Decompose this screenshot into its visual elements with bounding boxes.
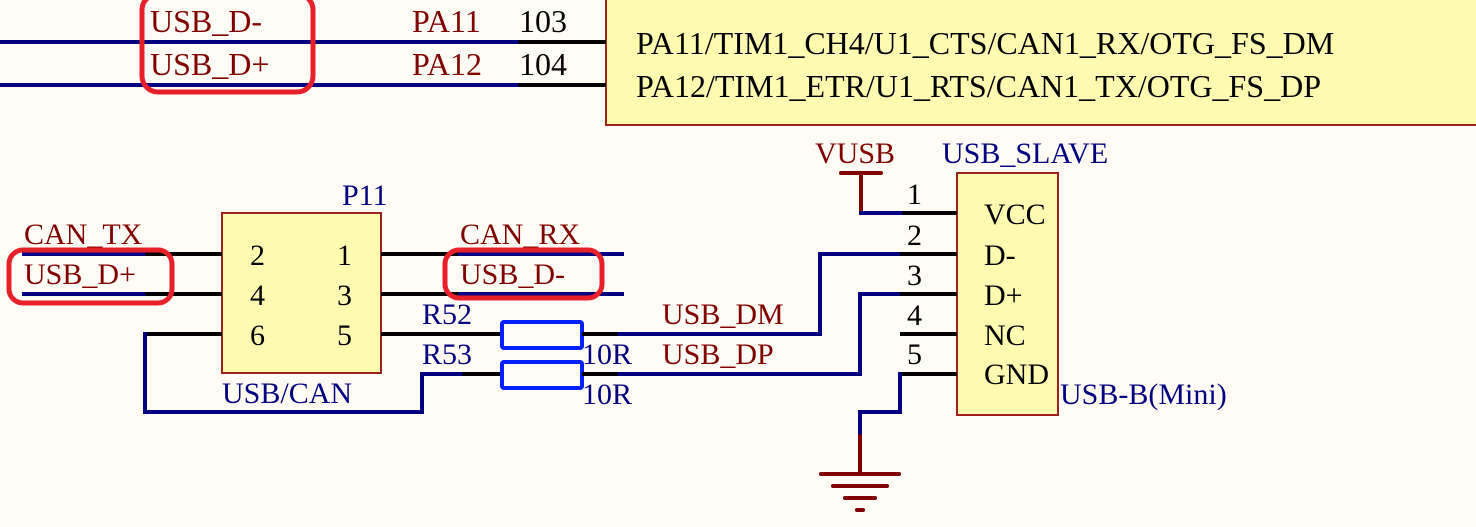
vusb-power-icon (839, 171, 883, 214)
usb-pin-number-1: 1 (907, 178, 922, 211)
wire-usb-dm (618, 252, 902, 336)
wire-usb-dp (618, 292, 902, 376)
wire-p11-pin6-to-r53 (143, 332, 464, 414)
port-label-pa12: PA12 (412, 46, 482, 82)
usb-slave-designator: USB_SLAVE (942, 137, 1108, 170)
usb-slave-comment: USB-B(Mini) (1060, 378, 1227, 411)
mcu-pin-function-pa12: PA12/TIM1_ETR/U1_RTS/CAN1_TX/OTG_FS_DP (636, 68, 1321, 104)
highlight-box-p11-usb-dm (442, 247, 605, 301)
highlight-box-p11-usb-dp (6, 247, 175, 306)
p11-pin-5: 5 (337, 319, 352, 352)
net-label-usb-dp: USB_DP (662, 338, 774, 371)
p11-pin-4: 4 (250, 279, 265, 312)
net-label-can-rx: CAN_RX (460, 218, 580, 251)
p11-pin-3: 3 (337, 279, 352, 312)
net-label-usb-dp-top: USB_D+ (150, 46, 269, 82)
usb-slave-body (956, 172, 1059, 416)
r53-designator: R53 (422, 338, 472, 371)
power-label-vusb: VUSB (815, 137, 895, 170)
usb-pin-name-dp: D+ (984, 279, 1023, 312)
net-label-usb-dm-top: USB_D- (150, 3, 262, 39)
p11-pin-2: 2 (250, 239, 265, 272)
ground-icon (819, 434, 901, 512)
usb-pin-number-2: 2 (907, 219, 922, 252)
p11-body (221, 212, 382, 374)
resistor-r53 (500, 360, 584, 390)
pin-number-104: 104 (519, 46, 567, 82)
p11-pin-1: 1 (337, 239, 352, 272)
usb-pin-number-3: 3 (907, 259, 922, 292)
net-label-usb-dm: USB_DM (662, 298, 784, 331)
usb-pin-name-gnd: GND (984, 358, 1049, 391)
p11-designator: P11 (342, 179, 388, 212)
p11-pin-6: 6 (250, 319, 265, 352)
usb-pin-number-5: 5 (907, 338, 922, 371)
usb-pin-name-nc: NC (984, 319, 1026, 352)
mcu-pin-function-pa11: PA11/TIM1_CH4/U1_CTS/CAN1_RX/OTG_FS_DM (636, 25, 1334, 61)
net-label-usb-dp-p11: USB_D+ (24, 258, 136, 291)
resistor-r52 (500, 320, 584, 350)
usb-pin-name-vcc: VCC (984, 198, 1046, 231)
port-label-pa11: PA11 (412, 3, 481, 39)
r52-designator: R52 (422, 298, 472, 331)
r53-value: 10R (582, 378, 632, 411)
r52-value: 10R (582, 338, 632, 371)
highlight-box-mcu-usb (139, 0, 316, 95)
pin-number-103: 103 (519, 3, 567, 39)
net-label-can-tx: CAN_TX (24, 218, 143, 251)
usb-pin-name-dm: D- (984, 239, 1016, 272)
wire-gnd (858, 372, 902, 438)
usb-pin-number-4: 4 (907, 299, 922, 332)
net-label-usb-dm-p11: USB_D- (460, 258, 565, 291)
mcu-body (605, 0, 1476, 126)
p11-comment: USB/CAN (222, 377, 352, 410)
